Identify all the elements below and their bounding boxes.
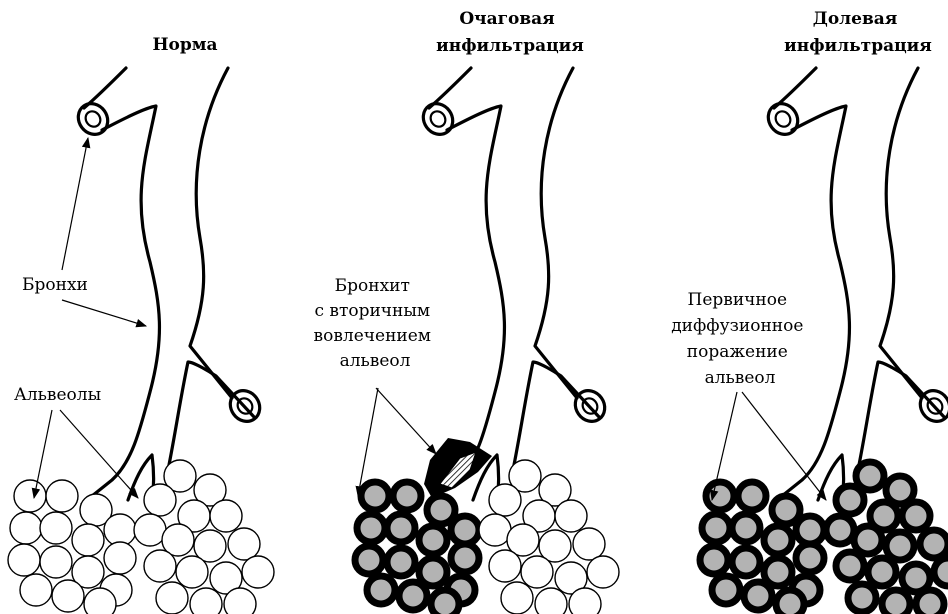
alveolus [489,484,521,516]
alveolus [355,546,383,574]
alveolus [712,576,740,604]
label-bronchitis-line1: Бронхит [335,276,410,296]
alveolus [387,548,415,576]
bronchial-tree-lobar [762,68,948,504]
bronchitis-lesion [424,438,492,498]
alveolus [20,574,52,606]
alveolus [934,558,948,586]
alveolus [176,556,208,588]
alveolus [479,514,511,546]
alveolus [361,482,389,510]
alveolus [489,550,521,582]
panel-title-normal: Норма [152,35,217,55]
alveolus [700,546,728,574]
alveolus [144,550,176,582]
alveolus [224,588,256,614]
panel-title-lobar: Долевая инфильтрация [784,9,932,56]
alveolus [902,502,930,530]
alveolus [399,582,427,610]
alveolus [357,514,385,542]
alveolus [796,544,824,572]
panel-title-lobar-line1: Долевая [813,9,898,29]
alveolus [84,588,116,614]
alveolus [744,582,772,610]
alveolus [10,512,42,544]
alveolus [228,528,260,560]
alveolus [46,480,78,512]
alveoli-normal [8,460,274,614]
label-primary-line2: диффузионное [671,316,803,336]
alveolus [702,514,730,542]
alveolus [156,582,188,614]
label-bronchitis: Бронхит с вторичным вовлечением альвеол [314,276,437,371]
panel-title-lobar-line2: инфильтрация [784,36,932,56]
alveolus [535,588,567,614]
alveolus [573,528,605,560]
panel-title-focal-line2: инфильтрация [436,36,584,56]
alveolus [14,480,46,512]
alveolus [886,532,914,560]
alveolus [40,546,72,578]
alveolus [836,552,864,580]
alveolus [387,514,415,542]
alveolus [52,580,84,612]
label-primary-line4: альвеол [705,368,776,388]
alveolus [104,542,136,574]
alveolus [393,482,421,510]
bronchial-tree-normal [72,68,265,504]
label-alveoli: Альвеолы [14,385,101,405]
label-bronchi: Бронхи [22,275,88,295]
alveolus [826,516,854,544]
arrow-alveoli-left [34,410,52,498]
alveolus [732,514,760,542]
alveolus [738,482,766,510]
arrow-bronchitis-right [376,388,436,454]
alveolus [569,588,601,614]
label-bronchitis-line4: альвеол [340,351,411,371]
alveolus [555,500,587,532]
panel-title-focal-line1: Очаговая [459,9,554,29]
alveolus [367,576,395,604]
alveolus [451,544,479,572]
label-primary-line1: Первичное [688,290,788,310]
alveolus [40,512,72,544]
alveolus [854,526,882,554]
alveolus [848,584,876,612]
alveolus [776,590,804,614]
alveolus [882,590,910,614]
alveolus [920,530,948,558]
bronchial-tree-focal [417,68,610,504]
panel-title-focal: Очаговая инфильтрация [436,9,584,56]
label-primary: Первичное диффузионное поражение альвеол [671,290,809,388]
alveolus [72,524,104,556]
alveolus [144,484,176,516]
alveolus [451,516,479,544]
alveolus [732,548,760,576]
alveolus [134,514,166,546]
arrow-bronchi-lower [62,300,146,326]
alveolus [190,588,222,614]
alveolus [431,590,459,614]
arrow-bronchi-upper [62,138,88,270]
label-bronchitis-line2: с вторичным [314,301,430,321]
alveolus [242,556,274,588]
alveolus [210,500,242,532]
alveolus [868,558,896,586]
alveolus [587,556,619,588]
alveolus [521,556,553,588]
alveolus [104,514,136,546]
label-primary-line3: поражение [687,342,788,362]
alveolus [916,590,944,614]
alveolus [836,486,864,514]
alveolus [764,526,792,554]
alveoli-focal [355,460,619,614]
alveolus [796,516,824,544]
alveolus [8,544,40,576]
alveolus [706,482,734,510]
alveolus [501,582,533,614]
label-bronchitis-line3: вовлечением [314,326,431,346]
alveolus [419,526,447,554]
